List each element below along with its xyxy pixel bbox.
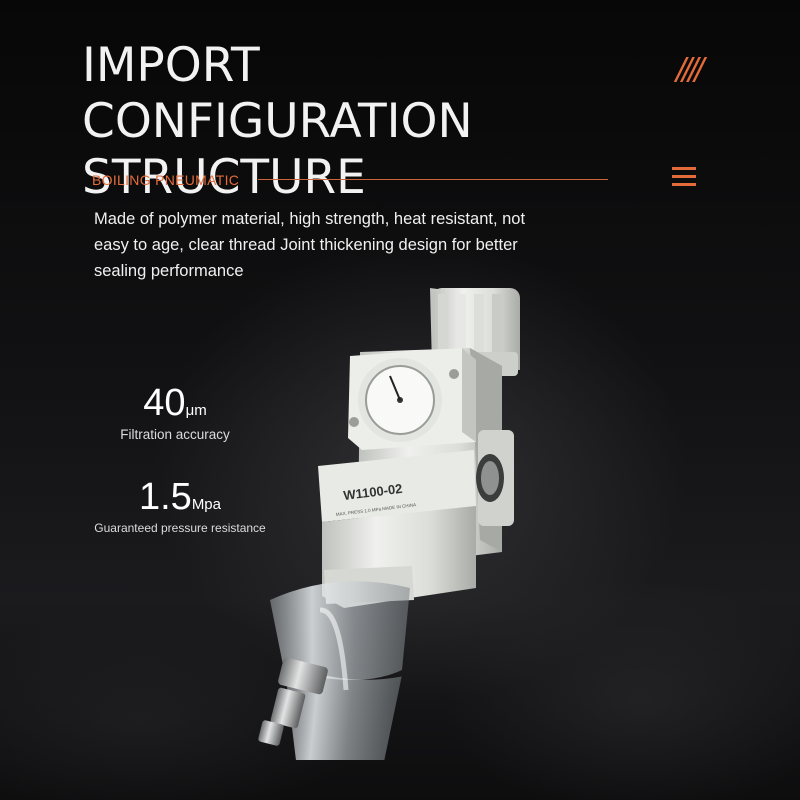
page-title: IMPORT CONFIGURATION STRUCTURE (82, 38, 473, 205)
stat-unit: μm (185, 402, 207, 419)
stat-label: Filtration accuracy (120, 427, 230, 442)
stat-filtration: 40μm Filtration accuracy (100, 382, 250, 442)
stat-pressure: 1.5Mpa Guaranteed pressure resistance (80, 476, 280, 535)
menu-icon[interactable] (672, 167, 696, 188)
brand-subtitle: BOILING PNEUMATIC (92, 172, 240, 188)
stat-unit: Mpa (191, 496, 221, 513)
stat-value: 40 (143, 382, 186, 424)
decorative-slashes: //// (676, 52, 705, 87)
drain-valve (258, 657, 328, 746)
divider-line (258, 179, 608, 180)
model-label: W1100-02 (343, 481, 404, 503)
description-text: Made of polymer material, high strength,… (94, 210, 526, 280)
stat-label: Guaranteed pressure resistance (94, 521, 266, 535)
filter-bowl (270, 566, 414, 760)
filter-regulator-image: W1100-02 MAX. PRESS 1.0 MPa MADE IN CHIN… (258, 288, 520, 760)
stat-value: 1.5 (138, 476, 192, 518)
